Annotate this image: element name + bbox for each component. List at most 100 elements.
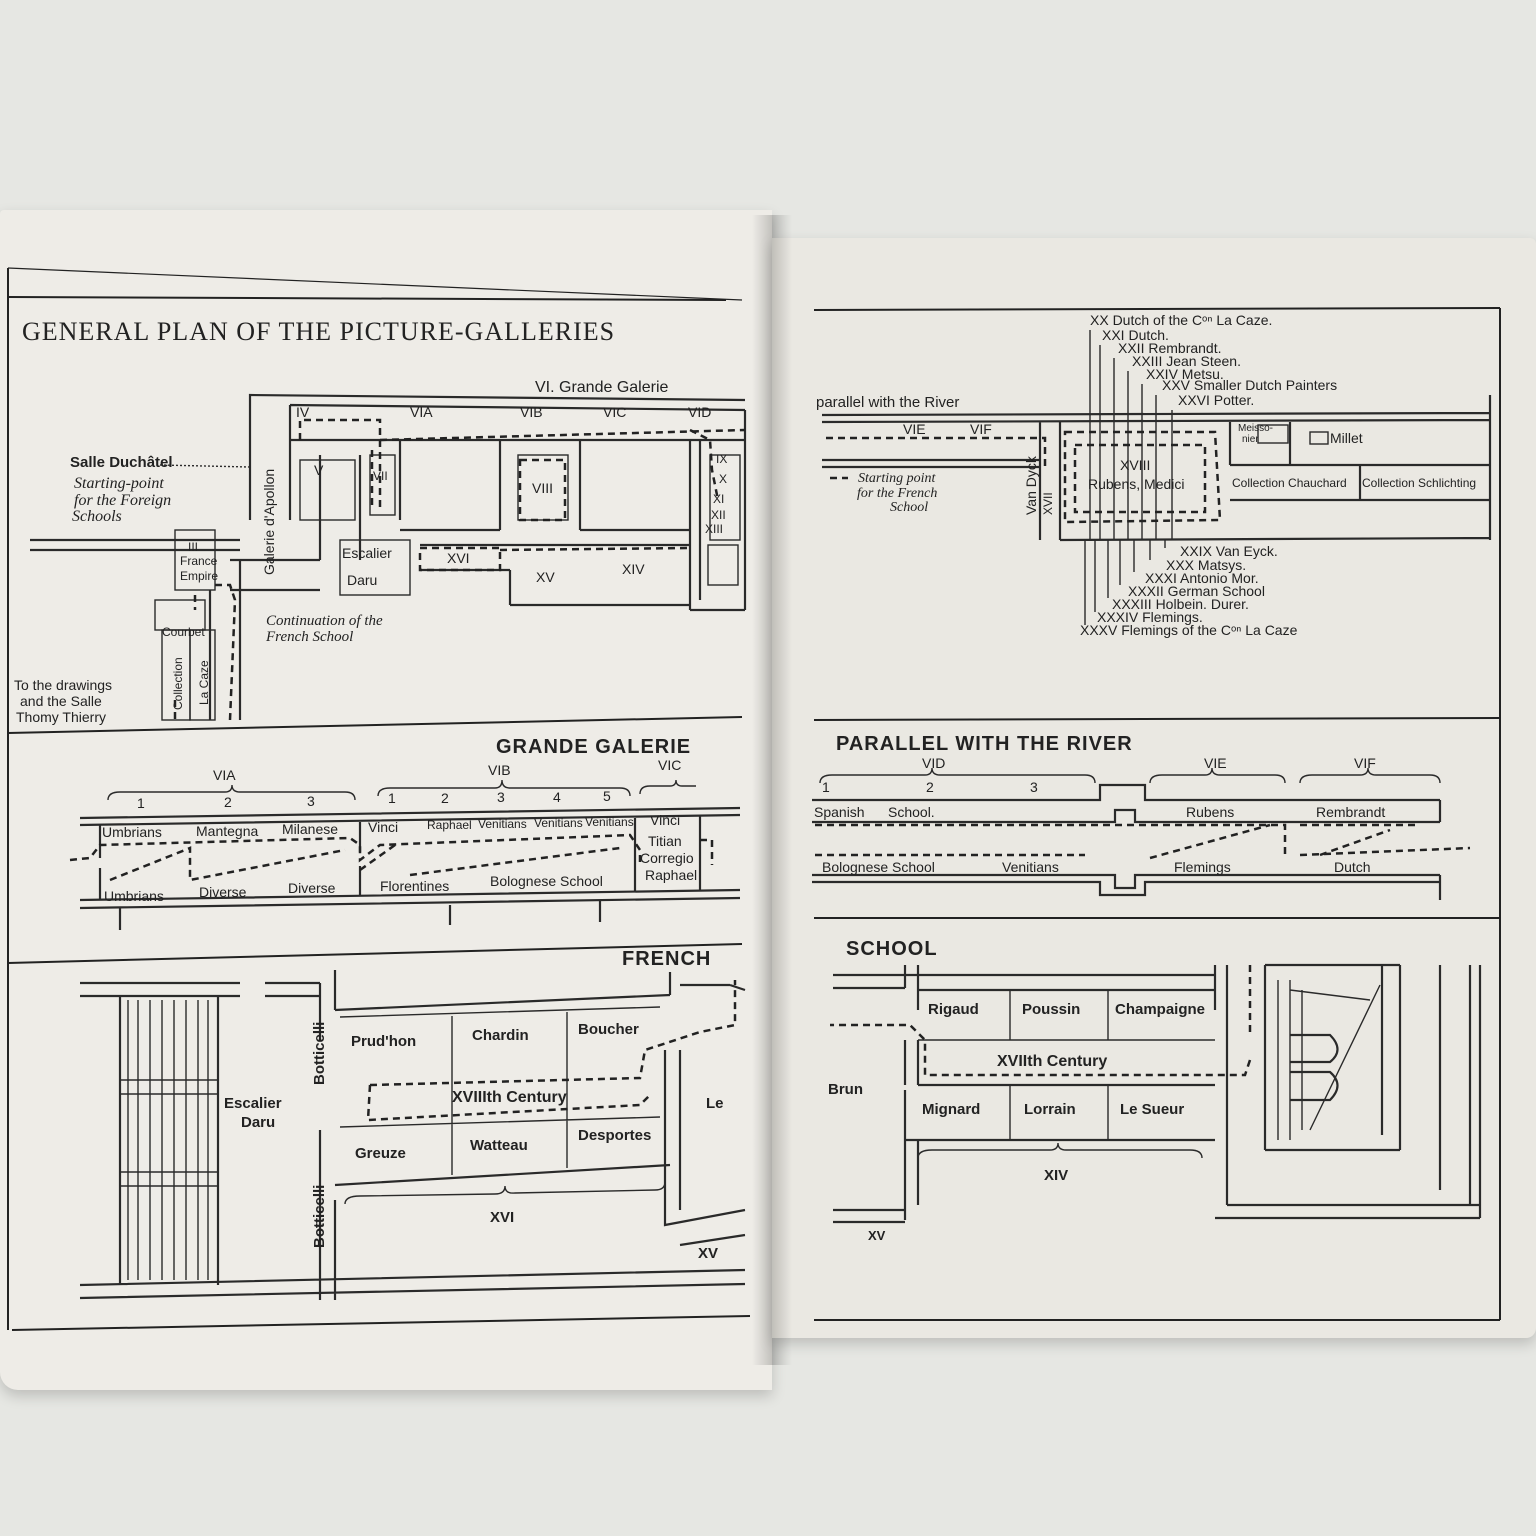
room-poussin: Poussin — [1022, 1001, 1080, 1018]
room-xxxii: XXXII German School — [1128, 583, 1265, 599]
botticelli-top: Botticelli — [311, 1022, 328, 1085]
france-label: France — [180, 554, 218, 568]
french-xvi: XVI — [490, 1209, 514, 1226]
room-le-sueur: Le Sueur — [1120, 1101, 1184, 1118]
num-b-3: 3 — [497, 789, 505, 805]
school-century: XVIIth Century — [997, 1053, 1107, 1070]
room-chardin: Chardin — [472, 1027, 529, 1044]
continuation-1: Continuation of the — [266, 613, 383, 629]
room-x: X — [719, 472, 727, 486]
river-top-spanish: Spanish — [814, 804, 865, 820]
parallel-river-plan: PARALLEL WITH THE RIVER VID VIE VIF 1 2 … — [812, 733, 1471, 900]
grande-galerie-title: GRANDE GALERIE — [496, 736, 691, 758]
galerie-apollon: Galerie d'Apollon — [261, 469, 277, 575]
gg-bottom-florentines: Florentines — [380, 878, 449, 894]
room-xxxiii: XXXIII Holbein. Durer. — [1112, 596, 1249, 612]
la-caze-label: La Caze — [197, 660, 211, 705]
school-xv: XV — [868, 1228, 886, 1243]
river-num-3: 3 — [1030, 779, 1038, 795]
gg-right-corregio: Corregio — [640, 850, 694, 866]
room-xxxi: XXXI Antonio Mor. — [1145, 570, 1259, 586]
room-xviii: XVIII — [1120, 457, 1150, 473]
num-b-2: 2 — [441, 790, 449, 806]
room-prudhon: Prud'hon — [351, 1033, 416, 1050]
parallel-title: PARALLEL WITH THE RIVER — [836, 733, 1133, 755]
num-a-1: 1 — [137, 795, 145, 811]
room-xi: XI — [713, 492, 724, 506]
num-b-4: 4 — [553, 789, 561, 805]
room-viii: VIII — [532, 480, 553, 496]
room-xxi: XXI Dutch. — [1102, 327, 1169, 343]
gg-right-raphael: Raphael — [645, 867, 697, 883]
room-lorrain: Lorrain — [1024, 1101, 1076, 1118]
page-title: GENERAL PLAN OF THE PICTURE-GALLERIES — [22, 317, 615, 346]
num-b-5: 5 — [603, 788, 611, 804]
room-xxvi: XXVI Potter. — [1178, 392, 1254, 408]
parallel-with-river-label: parallel with the River — [816, 394, 959, 411]
room-desportes: Desportes — [578, 1127, 651, 1144]
river-top-rubens: Rubens — [1186, 804, 1234, 820]
courbet-label: Courbet — [162, 625, 205, 639]
general-plan: VI. Grande Galerie IV VIA VIB VIC VID Sa… — [14, 379, 747, 725]
french-title: FRENCH — [622, 948, 711, 970]
school-plan: SCHOOL Rigaud Poussin Champaigne XVIIth … — [828, 938, 1482, 1243]
grande-galerie-plan: GRANDE GALERIE VIA VIB VIC 1 2 3 1 2 3 4… — [69, 736, 741, 930]
room-vii: VII — [373, 469, 388, 483]
gg-top-vinci-2: Vinci — [650, 812, 680, 828]
river-num-1: 1 — [822, 779, 830, 795]
num-b-1: 1 — [388, 790, 396, 806]
starting-foreign-3: Schools — [72, 508, 122, 525]
gg-top-vinci: Vinci — [368, 819, 398, 835]
gg-top-mantegna: Mantegna — [196, 823, 258, 839]
gg-top-venitians-3: Venitians — [585, 815, 634, 829]
room-iv: IV — [296, 404, 310, 420]
gg-bottom-umbrians: Umbrians — [104, 888, 164, 904]
room-vif: VIF — [970, 421, 992, 437]
room-xvi: XVI — [447, 550, 470, 566]
room-vie: VIE — [903, 421, 926, 437]
num-a-3: 3 — [307, 793, 315, 809]
rubens-medici: Rubens, Medici — [1088, 476, 1185, 492]
river-top-school: School. — [888, 804, 935, 820]
room-xxiv: XXIV Metsu. — [1146, 366, 1224, 382]
room-vid: VID — [688, 404, 711, 420]
gg-top-umbrians: Umbrians — [102, 824, 162, 840]
river-general-plan: XX Dutch of the Cᵒⁿ La Caze. XXI Dutch. … — [816, 312, 1492, 638]
river-bottom-venitians: Venitians — [1002, 859, 1059, 875]
room-xx: XX Dutch of the Cᵒⁿ La Caze. — [1090, 312, 1272, 328]
room-xiii: XIII — [705, 522, 723, 536]
salle-duchatel: Salle Duchâtel — [70, 454, 173, 471]
starting-foreign-1: Starting-point — [74, 475, 164, 492]
river-num-2: 2 — [926, 779, 934, 795]
group-vif: VIF — [1354, 755, 1376, 771]
room-rigaud: Rigaud — [928, 1001, 979, 1018]
river-bottom-flemings: Flemings — [1174, 859, 1231, 875]
room-xxx: XXX Matsys. — [1166, 557, 1246, 573]
room-xv: XV — [536, 569, 555, 585]
meissonier-2: nier — [1242, 434, 1259, 445]
room-champaigne: Champaigne — [1115, 1001, 1205, 1018]
collection-chauchard: Collection Chauchard — [1232, 476, 1347, 490]
escalier-daru-2: Daru — [241, 1114, 275, 1131]
group-via: VIA — [213, 767, 236, 783]
room-vib: VIB — [520, 404, 543, 420]
gg-bottom-diverse-2: Diverse — [288, 880, 336, 896]
gg-bottom-diverse-1: Diverse — [199, 884, 247, 900]
room-xxix: XXIX Van Eyck. — [1180, 543, 1278, 559]
gg-top-raphael: Raphael — [427, 818, 472, 832]
school-title: SCHOOL — [846, 938, 938, 960]
starting-french-2: for the French — [857, 486, 937, 501]
starting-french-3: School — [890, 500, 928, 515]
river-bottom-dutch: Dutch — [1334, 859, 1371, 875]
millet-label: Millet — [1330, 430, 1363, 446]
escalier-daru-1: Escalier — [224, 1095, 282, 1112]
room-xxv: XXV Smaller Dutch Painters — [1162, 377, 1337, 393]
escalier-label: Escalier — [342, 545, 392, 561]
room-iii: III — [188, 540, 198, 554]
river-top-rembrandt: Rembrandt — [1316, 804, 1385, 820]
room-greuze: Greuze — [355, 1145, 406, 1162]
gg-top-venitians-1: Venitians — [478, 817, 527, 831]
room-boucher: Boucher — [578, 1021, 639, 1038]
